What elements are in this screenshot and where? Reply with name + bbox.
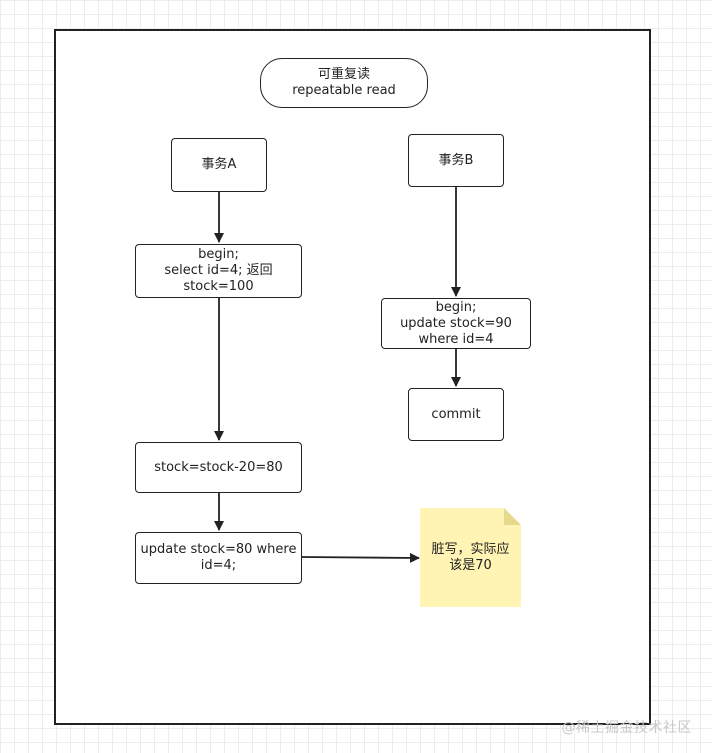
transaction-a-label: 事务A [171,138,267,192]
transaction-b-commit-step: commit [408,388,504,441]
diagram-title: 可重复读 repeatable read [260,58,428,108]
note-text: 脏写，实际应 该是70 [431,541,510,573]
diagram-frame [54,29,651,725]
transaction-a-compute-text: stock=stock-20=80 [154,459,283,475]
transaction-a-label-text: 事务A [201,157,237,172]
transaction-b-label-text: 事务B [438,152,474,168]
transaction-a-update-text: update stock=80 where id=4; [140,542,297,573]
dirty-write-note: 脏写，实际应 该是70 [420,508,521,607]
transaction-a-begin-step: begin; select id=4; 返回 stock=100 [135,244,302,298]
note-shape [420,508,521,607]
transaction-a-compute-step: stock=stock-20=80 [135,442,302,493]
watermark: @稀土掘金技术社区 [561,720,692,736]
transaction-a-begin-text: begin; select id=4; 返回 stock=100 [164,247,273,294]
transaction-b-update-text: begin; update stock=90 where id=4 [400,299,512,347]
title-line-1: 可重复读 [317,67,370,82]
title-line-2: repeatable read [292,83,396,98]
transaction-b-commit-text: commit [431,406,481,422]
transaction-b-update-step: begin; update stock=90 where id=4 [381,298,531,349]
transaction-b-label: 事务B [408,134,504,187]
transaction-a-update-step: update stock=80 where id=4; [135,532,302,584]
